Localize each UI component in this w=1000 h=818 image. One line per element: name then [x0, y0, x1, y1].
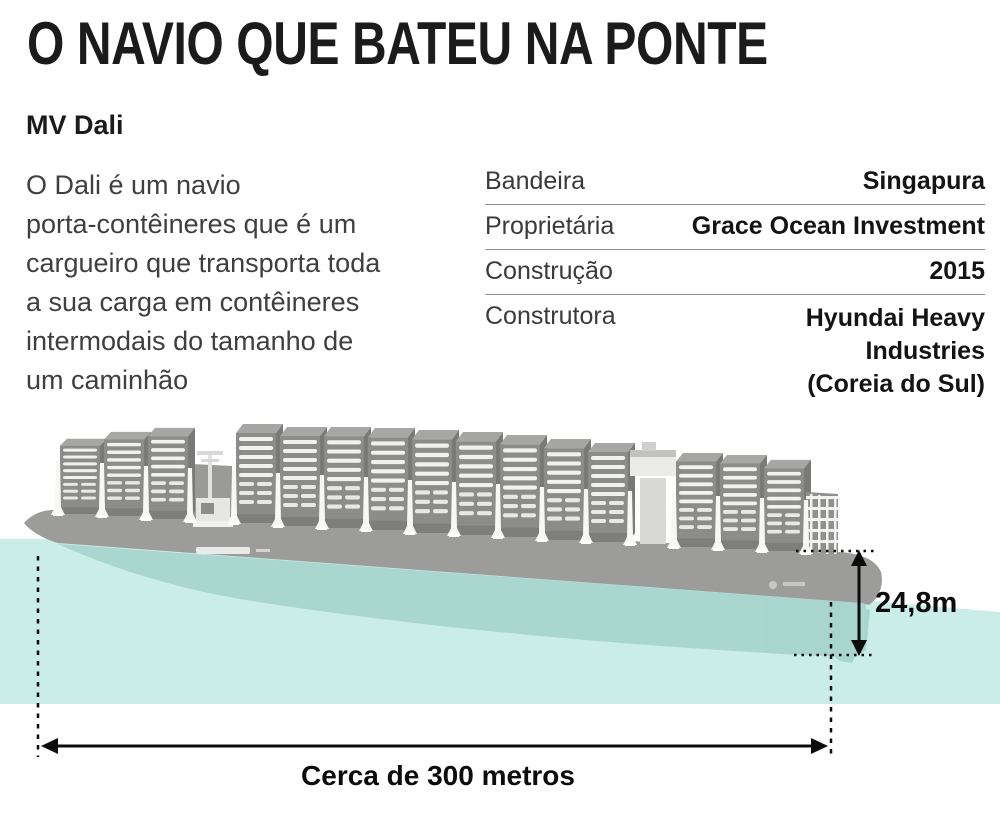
spec-label: Bandeira — [485, 167, 586, 195]
spec-value: 2015 — [929, 257, 985, 285]
ship-description: O Dali é um navio porta-contêineres que … — [26, 170, 381, 395]
length-label: Cerca de 300 metros — [301, 760, 575, 791]
ship-illustration — [0, 424, 1000, 757]
spec-row-built: Construção 2015 — [485, 250, 985, 295]
ship-hull — [24, 510, 882, 605]
funnel — [630, 442, 676, 544]
spec-label: Construção — [485, 257, 613, 285]
spec-row-owner: Proprietária Grace Ocean Investment — [485, 205, 985, 250]
page-title: O NAVIO QUE BATEU NA PONTE — [27, 10, 768, 77]
arrowhead-left-icon — [41, 738, 58, 754]
forward-mast-structure — [193, 451, 233, 527]
height-label: 24,8m — [875, 587, 958, 619]
spec-row-builder: Construtora Hyundai Heavy Industries (Co… — [485, 295, 985, 409]
ship-name: MV Dali — [26, 110, 124, 140]
spec-row-flag: Bandeira Singapura — [485, 160, 985, 205]
arrowhead-up-icon — [851, 550, 867, 566]
spec-label: Proprietária — [485, 212, 615, 240]
height-dimension — [794, 549, 874, 657]
spec-value: Singapura — [862, 167, 985, 195]
ship-diagram — [0, 420, 1000, 818]
spec-table: Bandeira Singapura Proprietária Grace Oc… — [485, 160, 985, 409]
spec-value: Grace Ocean Investment — [691, 212, 985, 240]
stern-lattice — [806, 492, 838, 554]
spec-value: Hyundai Heavy Industries (Coreia do Sul) — [805, 304, 985, 398]
hull-markings — [196, 547, 805, 589]
spec-label: Construtora — [485, 302, 616, 330]
length-dimension — [36, 556, 833, 757]
arrowhead-right-icon — [811, 738, 828, 754]
arrowhead-down-icon — [851, 640, 867, 656]
